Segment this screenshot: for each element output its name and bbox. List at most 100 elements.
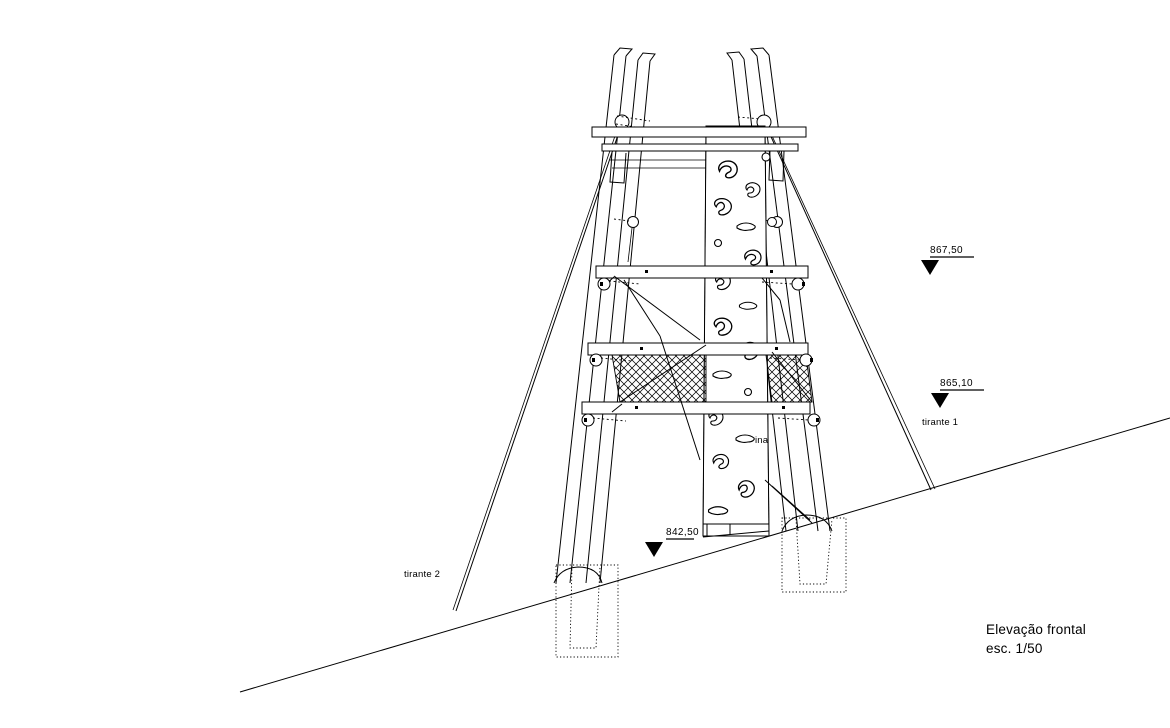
label-partial-ina: ina (755, 435, 769, 446)
footing-left (555, 564, 619, 658)
left-mid-lashing-hatch (613, 218, 630, 222)
level-triangle-icon (931, 393, 949, 408)
climbing-hold-icon (743, 387, 753, 397)
climbing-wall-panel-group (702, 125, 771, 538)
lash-hatch-left-lower (592, 417, 627, 422)
lash-hatch-right-center (769, 357, 802, 361)
level-marker: 842,50 (645, 527, 699, 557)
brace-left-lower-diag (659, 335, 701, 461)
lash-bolt-left-center (592, 358, 595, 362)
climbing-hold-icon (745, 182, 761, 198)
tirante-2-line (455, 128, 621, 612)
level-value-text: 842,50 (666, 527, 699, 538)
left-mid-hanger (627, 227, 633, 263)
lash-node-right-mid-small (767, 217, 777, 227)
bracing-group (605, 275, 813, 524)
level-value-text: 867,50 (930, 245, 963, 256)
left-pole-inner-edge-a (585, 59, 639, 584)
climbing-hold-icon (713, 317, 733, 336)
beam-top (591, 126, 807, 138)
brace-left-bottom-tail (611, 403, 623, 413)
left-pole-outer-cap (613, 47, 634, 57)
level-triangle-icon (645, 542, 663, 557)
footing-right (781, 517, 847, 593)
lashing-nodes-group (581, 217, 821, 427)
climbing-hold-icon (718, 160, 738, 179)
left-base-collar (553, 566, 603, 584)
panel-left-edge (702, 125, 707, 537)
level-marker: 865,10 (931, 378, 984, 408)
beam-top-secondary (601, 143, 799, 152)
climbing-hold-icon (707, 506, 729, 516)
text-labels-group: tirante 1 tirante 2 ina Elevação frontal… (404, 417, 1086, 656)
lash-node-right-lower (807, 413, 821, 427)
lash-bolt-left-upper (600, 282, 603, 286)
beam-mid-lower-bolt-left (635, 406, 638, 409)
drawing-scale-note: esc. 1/50 (986, 641, 1043, 656)
lash-bolt-right-lower (816, 418, 819, 422)
footings-group (555, 517, 847, 658)
guy-wires-group (452, 118, 936, 612)
climbing-hold-icon (712, 453, 730, 470)
climbing-hold-icon (713, 197, 732, 216)
brace-left-upper-diag (613, 275, 701, 341)
brace-left-net-diag-a (619, 344, 707, 403)
lash-bolt-left-lower (584, 418, 587, 422)
left-mid-lashing-node (627, 216, 639, 228)
climbing-hold-icon (712, 370, 732, 379)
climbing-hold-icon (713, 238, 723, 248)
level-markers-layer: 867,50 865,10 842,50 (645, 245, 984, 557)
left-top-lashing-hatch-2 (615, 123, 649, 130)
level-triangle-icon (921, 260, 939, 275)
footing-right-pole-outline (795, 518, 833, 585)
beams-group (581, 126, 811, 415)
lash-node-left-upper (597, 277, 611, 291)
level-marker: 867,50 (921, 245, 974, 275)
brace-right-lower-diag-b (771, 485, 811, 521)
lash-hatch-right-upper (761, 281, 794, 285)
ground-line (239, 417, 1170, 693)
beam-mid-upper (595, 265, 809, 279)
right-base-collar (781, 514, 833, 532)
left-pole-inner-cap (637, 52, 656, 62)
drawing-title: Elevação frontal (986, 622, 1086, 637)
climbing-hold-icon (738, 301, 758, 310)
climbing-hold-icon (735, 434, 755, 443)
tirante-2-line-second (452, 132, 617, 611)
lash-hatch-left-upper (608, 280, 641, 285)
tirante-1-line (762, 118, 932, 491)
net-panel-left (611, 354, 707, 403)
left-pole-inner-edge-b (599, 60, 651, 584)
ground-line-group (239, 417, 1170, 693)
level-value-text: 865,10 (940, 378, 973, 389)
footing-left-pole-outline (569, 565, 601, 649)
brace-right-net-diag (771, 351, 813, 403)
brace-right-upper-diag-b (779, 299, 791, 343)
panel-right-edge (764, 125, 770, 537)
beam-mid-center-bolt-right (775, 347, 778, 350)
lash-bolt-right-center (810, 358, 813, 362)
right-bracket-block (768, 149, 785, 182)
left-bracket-block (609, 151, 627, 184)
beam-mid-upper-bolt-right (770, 270, 773, 273)
lash-node-left-lower (581, 413, 595, 427)
climbing-hold-icon (737, 480, 755, 498)
lash-hatch-left-center (600, 357, 633, 362)
left-top-lashing-hatch-1 (616, 115, 651, 122)
left-pole-outer-edge-a (555, 54, 615, 584)
net-panels-group (611, 354, 813, 403)
panel-base-line (702, 530, 770, 538)
brace-left-upper-diag-b (623, 279, 661, 337)
lash-node-left-center (589, 353, 603, 367)
right-pole-inner-cap (726, 51, 745, 61)
brace-right-upper-diag (761, 277, 781, 301)
right-pole-outer-cap (749, 47, 770, 57)
label-tirante-1: tirante 1 (922, 417, 958, 428)
tirante-1-line-second (766, 124, 936, 490)
climbing-hold-icon (736, 222, 756, 231)
lash-hatch-right-lower (777, 417, 810, 421)
climbing-hold-icon (761, 152, 771, 162)
beam-mid-center-bolt-left (640, 347, 643, 350)
